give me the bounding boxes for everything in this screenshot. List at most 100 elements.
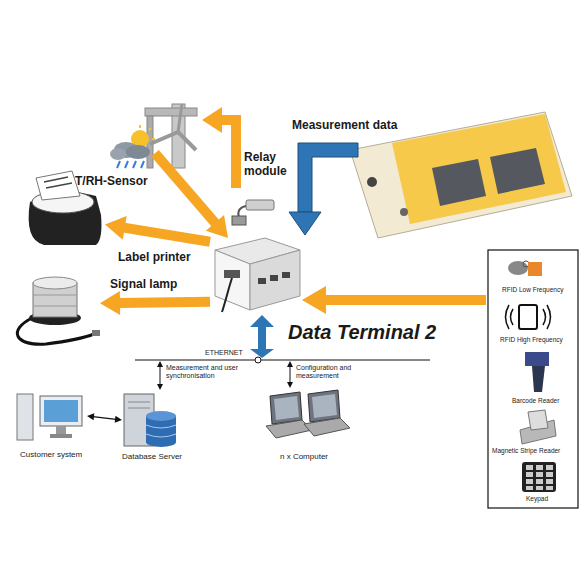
weather-sensor-icon <box>149 128 151 130</box>
data-terminal-icon <box>224 270 240 278</box>
computer-node: n x Computer <box>262 390 352 446</box>
tester-device <box>400 208 408 216</box>
laptop-icons <box>304 418 350 436</box>
sync-arrow <box>157 361 163 390</box>
relay-arrow <box>222 120 236 188</box>
relay-arrow <box>202 107 236 188</box>
weather-sensor-icon <box>141 161 144 168</box>
database-server-icon <box>146 437 176 447</box>
rfid-high-icon <box>506 305 551 329</box>
device-label: T/RH-Sensor <box>75 174 148 188</box>
device-label: RFID Low Frequency <box>502 286 563 294</box>
annotation-label: Measurement data <box>292 118 397 132</box>
database-server-icon <box>128 402 150 403</box>
customer-system-icon <box>56 426 66 434</box>
keypad-icon <box>526 472 533 477</box>
laptop-icons <box>270 392 302 424</box>
reader-panel <box>488 250 578 508</box>
laptop-icons <box>312 394 337 418</box>
data-terminal-icon <box>250 250 300 310</box>
data-terminal-node: Data Terminal 2 <box>210 238 300 313</box>
turnstile <box>145 108 197 116</box>
device-label: Signal lamp <box>110 277 177 291</box>
ethernet-line <box>135 360 430 361</box>
device-label: Database Server <box>122 452 182 462</box>
config-arrow <box>287 382 293 388</box>
measurement-data-arrow <box>289 212 321 235</box>
keypad-icon <box>526 479 533 484</box>
weather-sensor-icon <box>152 138 155 140</box>
sync-arrow <box>157 384 163 390</box>
database-server-icon <box>124 394 176 447</box>
annotation-label: Configuration and measurement <box>296 364 368 381</box>
reader-panel <box>488 250 578 508</box>
arrow-head <box>115 416 122 423</box>
rfid-high-icon <box>543 309 546 325</box>
label-printer-icon <box>44 177 68 182</box>
rfid-low-icon <box>508 261 542 276</box>
arrow-head <box>100 291 120 315</box>
device-label: Keypad <box>526 495 548 503</box>
data-terminal-icon <box>282 272 290 278</box>
laptop-icons <box>308 390 340 422</box>
device-label: Barcode Reader <box>512 397 559 405</box>
sync-arrow <box>160 366 161 385</box>
keypad-icon <box>522 462 556 492</box>
relay-module-node: Relay module <box>230 194 278 228</box>
rfid-high-icon <box>506 305 510 329</box>
turnstile <box>150 132 178 144</box>
weather-sensor-icon <box>139 125 141 128</box>
keypad-icon <box>526 465 533 470</box>
relay-module-icon <box>232 200 274 225</box>
laptop-icons <box>266 420 312 438</box>
ethernet-arrow <box>250 349 274 358</box>
database-server-icon <box>128 408 150 409</box>
connector-line <box>124 228 210 242</box>
keypad-icon <box>536 472 543 477</box>
label-printer-icon <box>36 171 80 200</box>
reader-arrow <box>302 286 486 314</box>
turnstile <box>178 104 182 132</box>
customer-system-icon <box>44 400 78 422</box>
keypad-icon <box>536 479 543 484</box>
customer-system-icon <box>17 394 33 440</box>
data-terminal-icon <box>215 238 300 312</box>
tester-device <box>367 177 377 187</box>
connector-line <box>119 302 210 303</box>
ethernet-arrow <box>258 325 266 351</box>
turnstile <box>178 132 196 150</box>
data-terminal-icon <box>258 278 266 284</box>
keypad-node: Keypad <box>520 460 558 492</box>
reader-arrow <box>302 286 326 314</box>
rfid-high-icon <box>511 309 514 325</box>
arrow-head <box>105 216 127 240</box>
rfid-reader-node: RFID Low Frequency <box>505 258 545 284</box>
data-terminal-icon <box>215 250 250 310</box>
ethernet-arrow <box>250 315 274 327</box>
tester-device <box>490 148 545 194</box>
rfid-high-icon <box>519 305 537 329</box>
device-label: n x Computer <box>280 452 328 462</box>
sensor-node: T/RH-Sensor <box>110 128 155 170</box>
measurement-data-arrow <box>289 143 358 235</box>
arrow-head <box>87 413 94 420</box>
keypad-icon <box>536 486 543 490</box>
barcode-reader-node: Barcode Reader <box>522 350 552 394</box>
customer-system-icon <box>50 434 72 438</box>
signal-lamp-icon <box>33 277 77 289</box>
signal-lamp-node: Signal lamp <box>15 272 100 350</box>
laptop-icons <box>266 390 350 438</box>
database-server-icon <box>146 411 176 421</box>
magnetic-stripe-icon <box>520 410 556 444</box>
weather-sensor-icon <box>110 125 155 168</box>
turnstile <box>145 104 197 168</box>
relay-arrow <box>202 107 222 133</box>
rfid-low-icon <box>508 261 528 275</box>
barcode-reader-icon <box>532 366 545 392</box>
customer-system-icon <box>17 394 82 440</box>
device-label: RFID High Frequency <box>500 336 563 344</box>
device-label: Label printer <box>118 250 191 264</box>
connector-arrow <box>87 413 122 422</box>
connector-line <box>93 417 116 420</box>
